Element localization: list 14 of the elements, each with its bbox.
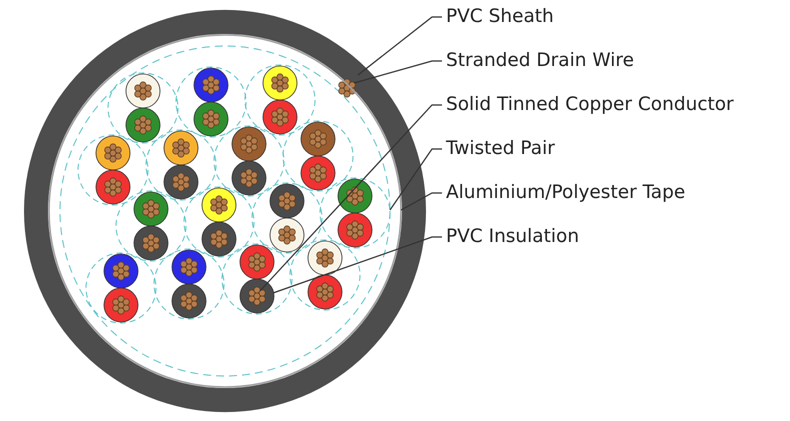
leader-line [358, 16, 442, 76]
callout-label: Aluminium/Polyester Tape [446, 182, 686, 204]
leader-line [400, 192, 442, 211]
leader-line [390, 148, 442, 210]
outer-sheath [24, 10, 426, 412]
callout-label: Solid Tinned Copper Conductor [446, 94, 734, 116]
leader-line [260, 104, 442, 292]
leader-line [354, 60, 442, 84]
callout-label: Stranded Drain Wire [446, 50, 634, 72]
stranded-conductor [248, 286, 266, 306]
callout-label: PVC Insulation [446, 226, 580, 248]
callout-label: Twisted Pair [446, 138, 555, 160]
callout-label: PVC Sheath [446, 6, 554, 28]
leader-line [272, 236, 442, 294]
